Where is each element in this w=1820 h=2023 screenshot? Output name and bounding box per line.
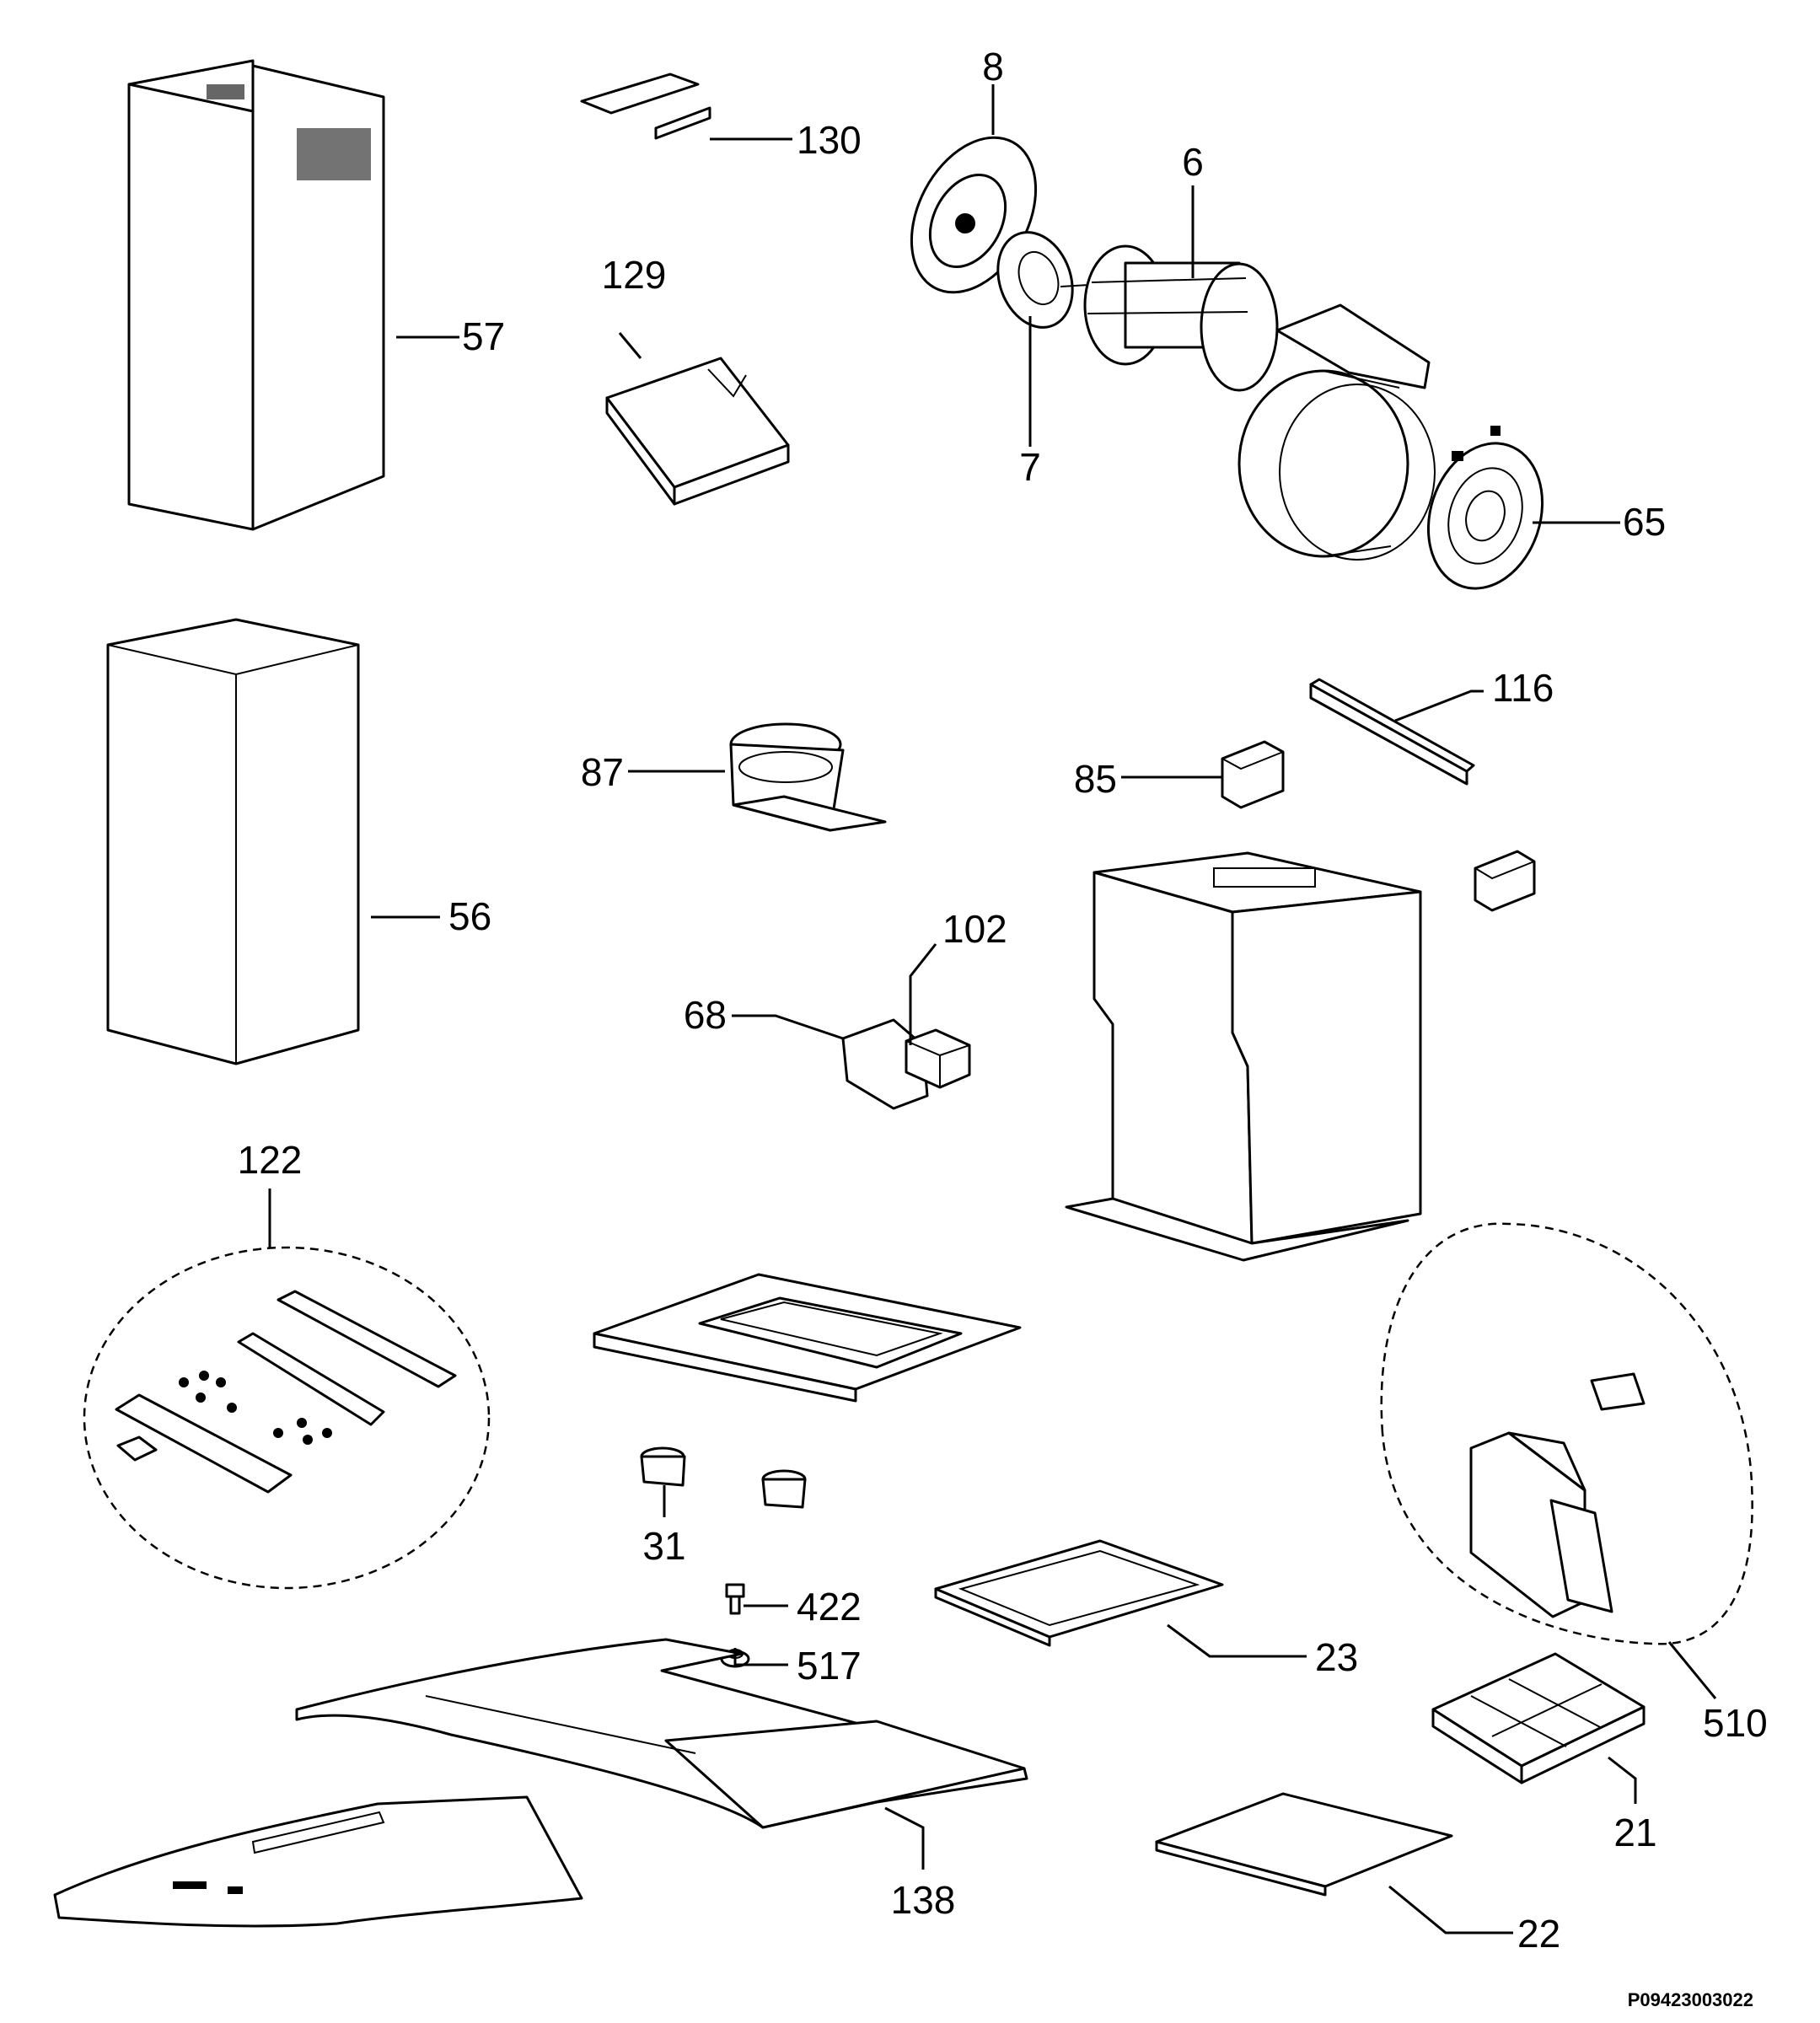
part-422-screw (725, 1583, 745, 1615)
callout-56: 56 (448, 894, 491, 938)
part-85-box-second (1474, 850, 1536, 912)
fan-housing (1237, 303, 1436, 561)
part-102-transformer (905, 1028, 971, 1089)
callout-21: 21 (1613, 1811, 1656, 1854)
part-31-lamp-holder (640, 1446, 686, 1487)
leader-23 (1167, 1623, 1307, 1658)
part-129-box (605, 357, 790, 506)
leader-22 (1388, 1885, 1513, 1934)
part-23-grease-filter (934, 1539, 1224, 1647)
callout-116: 116 (1492, 666, 1554, 710)
leader-510 (1667, 1641, 1717, 1699)
leader-68 (732, 1014, 844, 1040)
callout-422: 422 (797, 1585, 862, 1629)
leader-138 (884, 1806, 925, 1870)
part-116-rail (1309, 678, 1475, 786)
part-130-bracket (580, 72, 711, 140)
part-122-control-group (83, 1246, 491, 1590)
leader-21 (1608, 1756, 1637, 1804)
callout-7: 7 (1019, 445, 1041, 489)
part-56-lower-chimney (106, 618, 360, 1065)
callout-130: 130 (797, 118, 862, 162)
front-canopy (53, 1795, 583, 1928)
leader-517 (733, 1648, 788, 1666)
leader-129 (618, 332, 642, 359)
part-85-box (1221, 740, 1285, 809)
callout-31: 31 (642, 1524, 685, 1568)
filter-frame (593, 1273, 1022, 1403)
part-31-lamp-holder-second (761, 1469, 807, 1509)
callout-85: 85 (1074, 757, 1117, 801)
drawing-code: P09423003022 (1628, 1989, 1753, 2010)
part-21-filter-holder (1431, 1652, 1646, 1784)
callout-6: 6 (1182, 140, 1204, 184)
part-65-grille (1426, 426, 1544, 590)
leader-lines (268, 84, 1717, 1934)
callout-65: 65 (1623, 500, 1666, 544)
part-510-electronics-group (1380, 1222, 1753, 1645)
leader-102 (909, 943, 937, 1045)
callout-23: 23 (1315, 1635, 1358, 1679)
callout-87: 87 (581, 750, 624, 794)
callout-102: 102 (942, 907, 1007, 951)
callout-122: 122 (238, 1138, 303, 1182)
callout-8: 8 (982, 45, 1004, 89)
callout-517: 517 (797, 1644, 862, 1688)
hood-body (1065, 851, 1422, 1262)
part-138-glass-canopy (295, 1638, 1028, 1829)
part-22-filter-panel (1155, 1792, 1453, 1897)
callout-22: 22 (1517, 1912, 1560, 1956)
callout-138: 138 (891, 1878, 956, 1922)
part-6-impeller (1083, 244, 1279, 392)
callouts: 8 130 6 57 129 7 65 116 87 85 56 102 68 … (238, 45, 1768, 1956)
callout-510: 510 (1703, 1701, 1768, 1745)
callout-129: 129 (602, 253, 667, 297)
part-87-collar (729, 722, 887, 832)
part-7-motor (996, 231, 1090, 329)
leader-116 (1394, 690, 1484, 722)
part-57-upper-chimney (127, 59, 385, 531)
callout-57: 57 (462, 314, 505, 358)
callout-68: 68 (684, 993, 727, 1037)
